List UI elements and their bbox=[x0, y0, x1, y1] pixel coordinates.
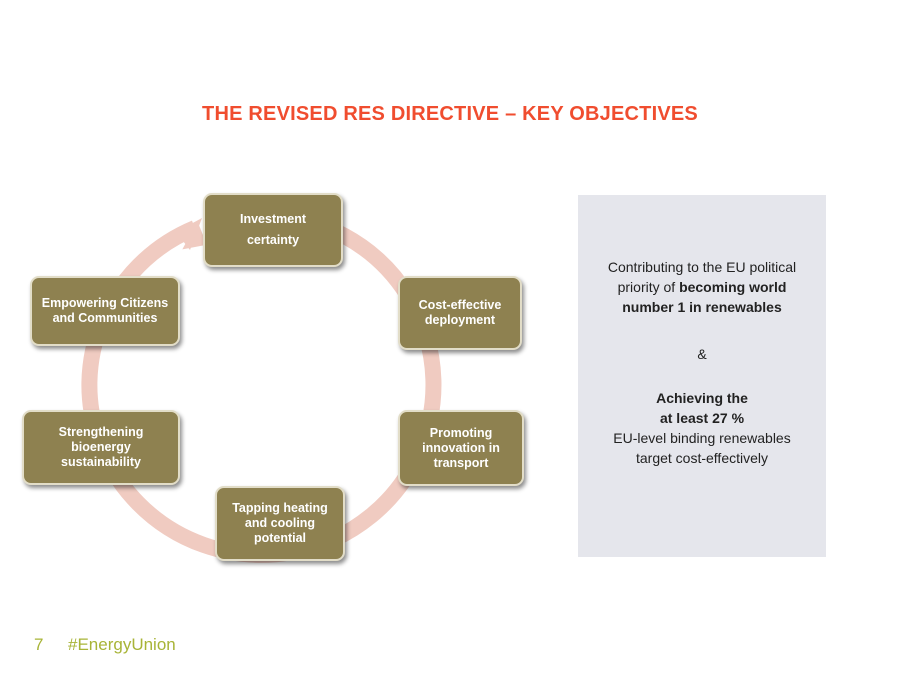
slide-title: THE REVISED RES DIRECTIVE – KEY OBJECTIV… bbox=[202, 103, 698, 125]
objectives-summary-panel: Contributing to the EU political priorit… bbox=[578, 195, 826, 557]
footer-hashtag: #EnergyUnion bbox=[68, 635, 176, 654]
page-number: 7 bbox=[34, 635, 44, 654]
panel-ampersand: & bbox=[697, 346, 707, 362]
panel-target-text: Achieving the at least 27 % EU-level bin… bbox=[613, 390, 791, 466]
panel-contribution-text: Contributing to the EU political priorit… bbox=[607, 259, 797, 315]
cycle-arrow-tip bbox=[176, 218, 202, 250]
